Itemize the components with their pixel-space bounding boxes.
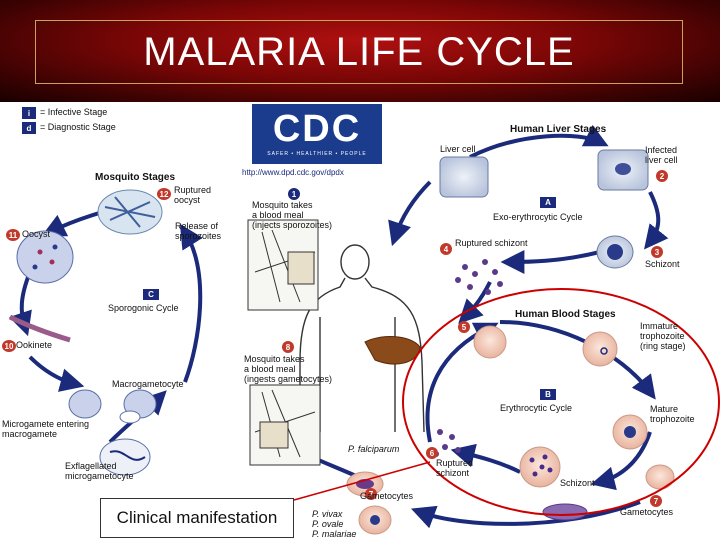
stage-8-number: 8 (282, 341, 294, 353)
blood-schizont-label: Schizont (560, 478, 595, 488)
diagnostic-legend-label: = Diagnostic Stage (40, 122, 116, 132)
stage-8-label: Mosquito takes a blood meal (ingests gam… (244, 354, 333, 384)
macrogametocyte-label: Macrogametocyte (112, 379, 184, 389)
clinical-manifestation-callout: Clinical manifestation (100, 498, 294, 538)
stage-1-number: 1 (288, 188, 300, 200)
stage-5-number: 5 (458, 321, 470, 333)
stage-4-number: 4 (440, 243, 452, 255)
sporogonic-cycle-label: Sporogonic Cycle (108, 303, 179, 313)
stage-5-label: Immature trophozoite (ring stage) (640, 321, 686, 351)
stage-1-label: Mosquito takes a blood meal (injects spo… (252, 200, 333, 230)
stage-2-number: 2 (656, 170, 668, 182)
mosquito-illustration-top (247, 219, 319, 311)
cdc-url: http://www.dpd.cdc.gov/dpdx (242, 168, 344, 177)
stage-11-label: Oocyst (22, 229, 51, 239)
title-banner: MALARIA LIFE CYCLE (0, 0, 720, 102)
mosquito-stage-cells (8, 189, 163, 476)
infective-legend-icon: i (22, 107, 36, 119)
exo-cycle-label: Exo-erythrocytic Cycle (493, 212, 583, 222)
liver-cycle-arrows (388, 124, 669, 274)
mosquito-stages-title: Mosquito Stages (95, 172, 176, 183)
stage-7b-label: Gametocytes (620, 507, 674, 517)
stage-7a-label: Gametocytes (360, 491, 414, 501)
sporogonic-badge: C (143, 289, 159, 300)
stage-6-label: Ruptured schizont (436, 458, 474, 478)
stage-3-number: 3 (651, 246, 663, 258)
liver-organ (364, 336, 421, 365)
exflagellated-label: Exflagellated microgametocyte (65, 461, 134, 481)
blood-stage-highlight (402, 288, 720, 516)
infective-legend-label: = Infective Stage (40, 107, 108, 117)
stage-11-number: 11 (6, 229, 20, 241)
diagram-graphics (8, 124, 720, 535)
cdc-logo-text: CDC (272, 108, 362, 150)
life-cycle-diagram: i = Infective Stage d = Diagnostic Stage… (0, 102, 720, 540)
liver-stage-cells (439, 149, 649, 295)
other-species-label: P. vivax P. ovale P. malariae (312, 509, 357, 539)
callout-line (293, 461, 431, 501)
erythro-cycle-label: Erythrocytic Cycle (500, 403, 573, 413)
stage-10-number: 10 (2, 340, 16, 352)
title-frame: MALARIA LIFE CYCLE (35, 20, 683, 84)
stage-12-label: Ruptured oocyst (174, 185, 212, 205)
liver-cell-label: Liver cell (440, 144, 476, 154)
stage-7a-number: 7 (365, 488, 377, 500)
erythro-badge: B (540, 389, 556, 400)
mature-trophozoite-label: Mature trophozoite (650, 404, 695, 424)
exo-badge: A (540, 197, 556, 208)
stage-12-number: 12 (157, 188, 171, 200)
cdc-logo: CDC SAFER • HEALTHIER • PEOPLE (252, 104, 382, 164)
p-falciparum-label: P. falciparum (348, 444, 400, 454)
blood-stages-title: Human Blood Stages (515, 309, 616, 320)
page-title: MALARIA LIFE CYCLE (143, 29, 575, 74)
diagnostic-legend-icon: d (22, 122, 36, 134)
stage-7b-number: 7 (650, 495, 662, 507)
blood-cycle-arrows (281, 281, 656, 529)
stage-9-label: Microgamete entering macrogamete (2, 419, 90, 439)
stage-2-label: Infected liver cell (645, 145, 678, 165)
mosquito-illustration-bottom (249, 384, 321, 466)
stage-4-label: Ruptured schizont (455, 238, 528, 248)
liver-stages-title: Human Liver Stages (510, 124, 607, 135)
cdc-tagline: SAFER • HEALTHIER • PEOPLE (267, 151, 367, 157)
stage-10-label: Ookinete (16, 340, 53, 350)
release-sporozoites-label: Release of sporozoites (175, 221, 222, 241)
stage-3-label: Schizont (645, 259, 680, 269)
stage-6-number: 6 (426, 447, 438, 459)
